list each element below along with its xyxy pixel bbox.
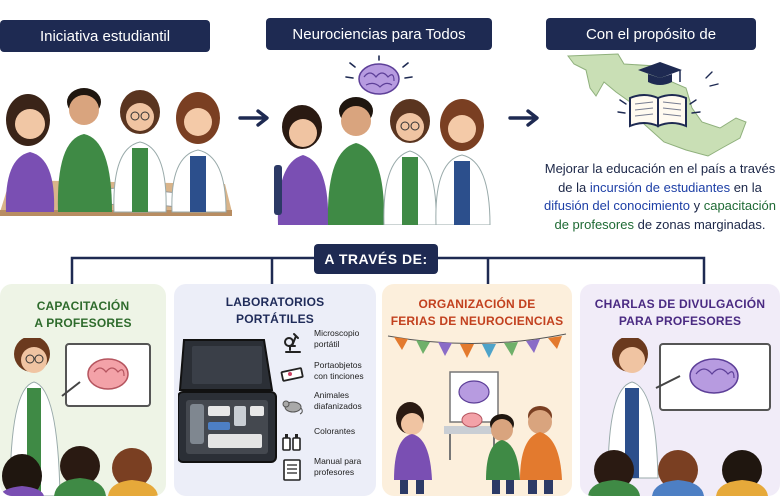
manual-icon [283,459,301,481]
purpose-text-3: y [689,198,704,213]
purpose-text-4: de zonas marginadas. [633,216,766,232]
dye-bottles-icon [282,434,301,451]
portable-lab-case-illustration [178,339,277,463]
fair-illustration [387,333,567,494]
purpose-highlight-training: capacitación de profesores [554,198,776,232]
teacher-training-illustration [0,338,158,496]
brain-icon [458,380,490,404]
open-book-icon [629,94,687,128]
card-title-line: ORGANIZACIÓN DE [418,297,536,311]
brain-icon [87,358,129,390]
card-title-line: CHARLAS DE DIVULGACIÓN [594,297,766,311]
microscope-icon [284,333,301,353]
list-item: Colorantes [280,426,376,456]
arrow-right-icon [238,109,269,127]
mouse-icon [282,400,303,415]
outreach-talk-illustration [588,338,771,496]
purpose-highlight-students: incursión de estudiantes [589,179,731,195]
card-title-line: FERIAS DE NEUROCIENCIAS [390,314,564,328]
via-label-text: A TRAVÉS DE: [324,251,428,267]
purpose-highlight-diffusion: difusión del conocimiento [544,198,690,213]
purpose-text-2: en la [730,179,762,195]
card-teacher-training-title: CAPACITACIÓN A PROFESORES [0,298,166,332]
neuroscience-team-illustration [274,55,491,225]
card-teacher-training: CAPACITACIÓN A PROFESORES [0,284,166,496]
step-program-label: Neurociencias para Todos [266,18,492,50]
purpose-statement: Mejorar la educación en el país a través… [540,160,780,234]
card-outreach-talks: CHARLAS DE DIVULGACIÓN PARA PROFESORES [580,284,780,496]
step-purpose-text: Con el propósito de [585,25,717,43]
list-item-label: Microscopio portátil [314,328,360,349]
card-neuroscience-fairs: ORGANIZACIÓN DE FERIAS DE NEUROCIENCIAS [382,284,572,496]
card-title-line: LABORATORIOS [225,295,325,309]
purpose-text-1: Mejorar la educación en el país a través… [544,161,776,195]
slides-icon [280,367,304,382]
card-portable-labs-title: LABORATORIOS PORTÁTILES [174,294,376,328]
list-item: Animales diafanizados [280,390,376,420]
list-item: Manual para profesores [280,456,376,486]
arrow-right-icon [508,109,539,127]
brain-icon [358,63,400,95]
card-title-line: CAPACITACIÓN [36,299,130,313]
step-initiative-text: Iniciativa estudiantil [39,27,171,45]
graduation-cap-icon [638,62,682,85]
list-item: Portaobjetos con tinciones [280,360,376,390]
card-neuroscience-fairs-title: ORGANIZACIÓN DE FERIAS DE NEUROCIENCIAS [382,296,572,330]
card-title-line: A PROFESORES [34,316,132,330]
card-title-line: PORTÁTILES [235,312,314,326]
list-item-label: Manual para profesores [314,456,362,477]
card-title-line: PARA PROFESORES [618,314,742,328]
students-working-illustration [0,88,232,216]
step-program-text: Neurociencias para Todos [292,25,466,43]
step-initiative-label: Iniciativa estudiantil [0,20,210,52]
card-outreach-talks-title: CHARLAS DE DIVULGACIÓN PARA PROFESORES [580,296,780,330]
list-item-label: Portaobjetos con tinciones [314,360,364,381]
via-label: A TRAVÉS DE: [314,244,438,274]
step-purpose-label: Con el propósito de [546,18,756,50]
list-item: Microscopio portátil [280,328,376,358]
brain-icon [689,358,739,394]
list-item-label: Animales diafanizados [314,390,362,411]
mexico-map-illustration [567,53,747,157]
card-portable-labs: LABORATORIOS PORTÁTILES Microscopio port… [174,284,376,496]
list-item-label: Colorantes [314,426,356,436]
bunting-icon [387,333,567,358]
